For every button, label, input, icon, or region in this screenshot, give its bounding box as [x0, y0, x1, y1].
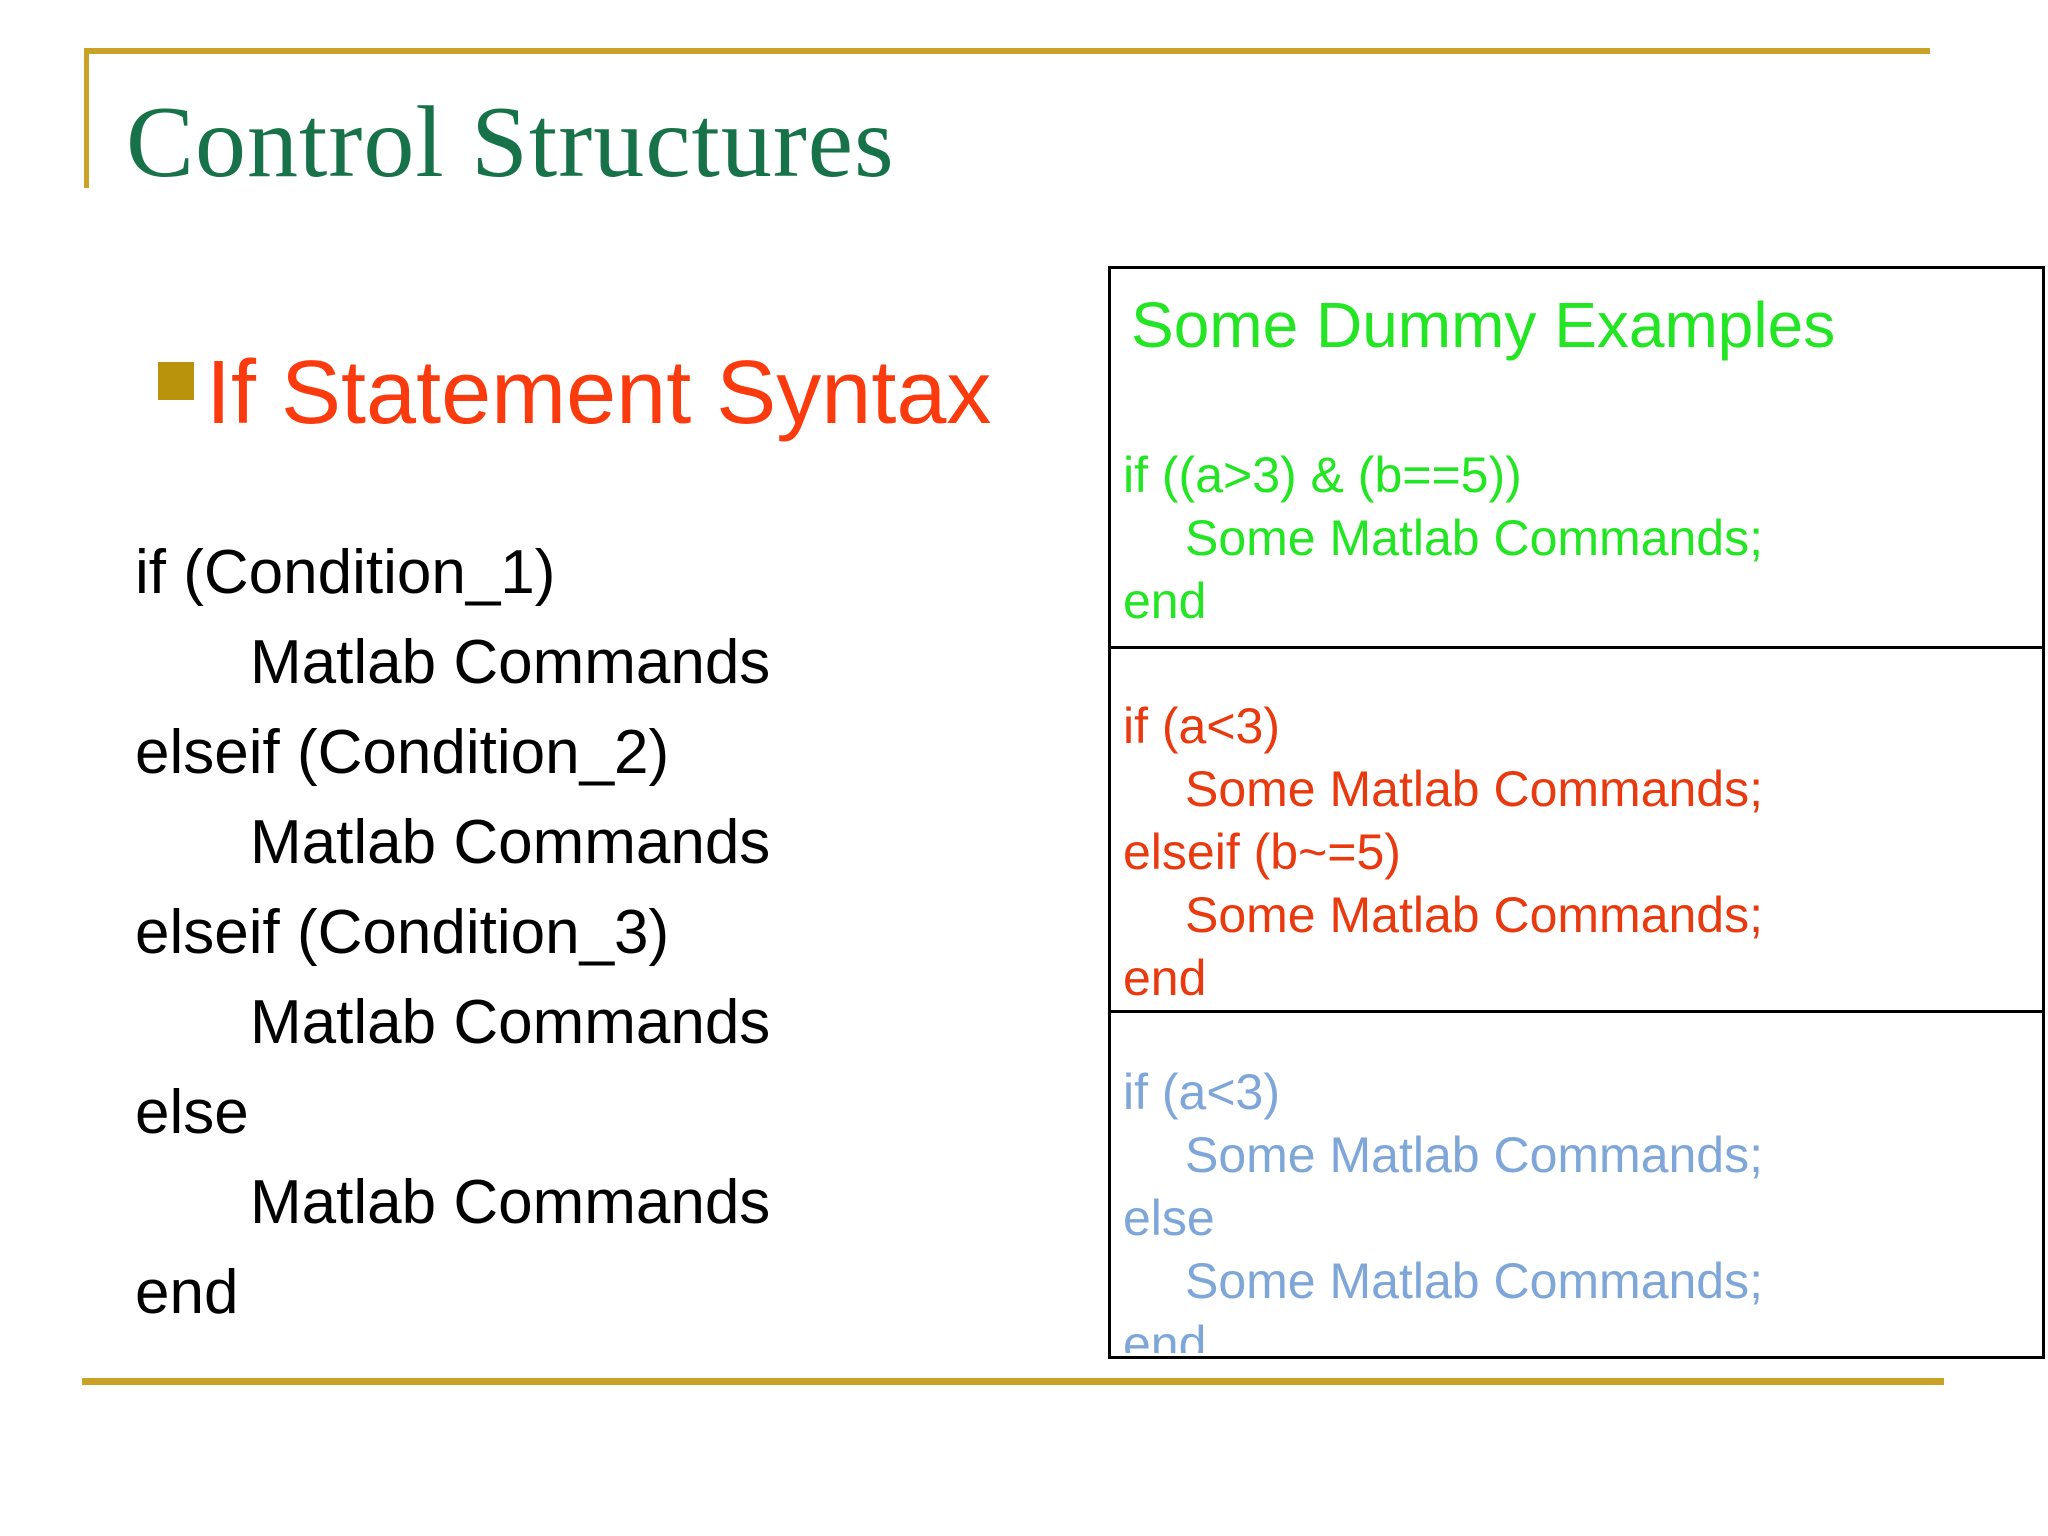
code-line: Matlab Commands — [250, 1168, 771, 1237]
code-line: end — [1123, 1316, 1207, 1353]
code-line: Some Matlab Commands; — [1185, 887, 1764, 943]
code-line: Matlab Commands — [250, 988, 771, 1057]
code-line: else — [1123, 1190, 1215, 1246]
example-code-red: if (a<3) Some Matlab Commands; elseif (b~=… — [1123, 695, 2042, 1010]
code-line: if ((a>3) & (b==5)) — [1123, 447, 1522, 503]
code-line: if (a<3) — [1123, 698, 1281, 754]
bullet-square-icon — [158, 362, 194, 400]
code-line: elseif (Condition_2) — [135, 718, 670, 787]
code-line: elseif (b~=5) — [1123, 824, 1401, 880]
section-heading: If Statement Syntax — [206, 343, 992, 443]
code-line: elseif (Condition_3) — [135, 898, 670, 967]
example-code-green: if ((a>3) & (b==5)) Some Matlab Commands;… — [1123, 444, 2042, 633]
code-line: Some Matlab Commands; — [1185, 1127, 1764, 1183]
code-line: end — [1123, 573, 1207, 629]
code-line: else — [135, 1078, 249, 1147]
code-line: if (a<3) — [1123, 1064, 1281, 1120]
code-line: Matlab Commands — [250, 628, 771, 697]
left-gold-rule — [84, 48, 89, 188]
if-syntax-code-block: if (Condition_1) Matlab Commands elseif (C… — [135, 528, 770, 1338]
code-line: end — [1123, 950, 1207, 1006]
bottom-gold-rule — [82, 1378, 1944, 1385]
example-section-red: if (a<3) Some Matlab Commands; elseif (b~=… — [1111, 646, 2042, 1010]
code-line: end — [135, 1258, 239, 1327]
page-title: Control Structures — [126, 86, 895, 199]
examples-box-title: Some Dummy Examples — [1131, 289, 1836, 361]
code-line: Some Matlab Commands; — [1185, 761, 1764, 817]
code-line: Some Matlab Commands; — [1185, 510, 1764, 566]
top-gold-rule — [84, 48, 1930, 54]
code-line: Some Matlab Commands; — [1185, 1253, 1764, 1309]
examples-box: Some Dummy Examples if ((a>3) & (b==5)) S… — [1108, 266, 2045, 1359]
example-section-green: Some Dummy Examples if ((a>3) & (b==5)) S… — [1111, 269, 2042, 646]
code-line: if (Condition_1) — [135, 538, 556, 607]
code-line: Matlab Commands — [250, 808, 771, 877]
